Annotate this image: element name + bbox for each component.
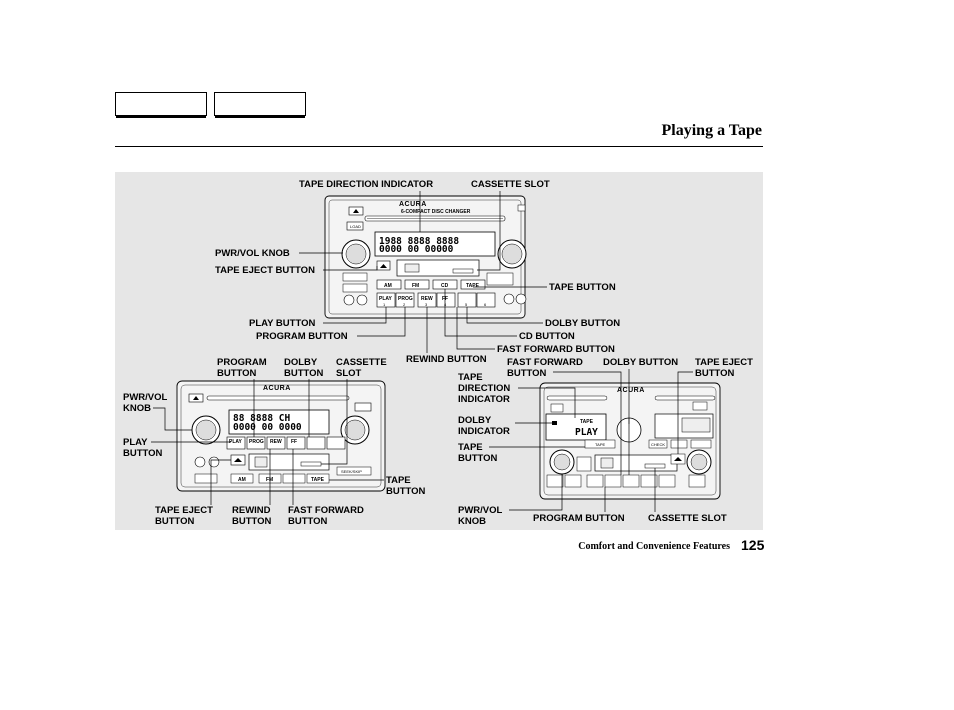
right-callout-cassette-slot: CASSETTE SLOT (648, 513, 727, 524)
radio-diagram-figure: ACURA 6-COMPACT DISC CHANGER LOAD 1988 8… (115, 172, 763, 530)
left-callout-cassette-slot-2: SLOT (336, 368, 362, 379)
svg-text:0000 00 0000: 0000 00 0000 (233, 422, 302, 433)
right-callout-fast-forward-button-2: BUTTON (507, 368, 547, 379)
left-callout-cassette-slot-1: CASSETTE (336, 357, 387, 368)
top-brand: ACURA (399, 201, 427, 208)
svg-text:1988 8888 8888: 1988 8888 8888 (379, 236, 459, 247)
left-callout-tape-button-2: BUTTON (386, 486, 426, 497)
right-callout-pwr-vol-knob-1: PWR/VOL (458, 505, 503, 516)
top-callout-program-button: PROGRAM BUTTON (256, 331, 348, 342)
top-preset-rew: REW (421, 296, 433, 302)
page-title: Playing a Tape (661, 122, 762, 139)
top-btn-tape: TAPE (466, 283, 480, 289)
left-btn-tape: TAPE (311, 477, 325, 483)
right-callout-tape-button-1: TAPE (458, 442, 483, 453)
right-callout-tape-direction-indicator-2: DIRECTION (458, 383, 510, 394)
right-callout-program-button: PROGRAM BUTTON (533, 513, 625, 524)
right-callout-pwr-vol-knob-2: KNOB (458, 516, 486, 527)
top-callout-rewind-button: REWIND BUTTON (406, 354, 487, 365)
top-callout-cd-button: CD BUTTON (519, 331, 575, 342)
left-callout-tape-button-1: TAPE (386, 475, 411, 486)
right-brand: ACURA (617, 387, 645, 394)
top-preset-num-2: 2 (403, 302, 406, 307)
top-btn-cd: CD (441, 283, 449, 289)
right-callout-fast-forward-button-1: FAST FORWARD (507, 357, 583, 368)
top-callout-dolby-button: DOLBY BUTTON (545, 318, 620, 329)
right-callout-tape-eject-button-1: TAPE EJECT (695, 357, 753, 368)
left-callout-tape-eject-button-1: TAPE EJECT (155, 505, 213, 516)
top-preset-num-4: 4 (444, 302, 447, 307)
right-btn-check: CHECK (651, 442, 665, 447)
left-callout-rewind-button-1: REWIND (232, 505, 271, 516)
top-radio-unit: ACURA 6-COMPACT DISC CHANGER LOAD 1988 8… (215, 179, 620, 365)
top-preset-num-3: 3 (425, 302, 428, 307)
left-callout-rewind-button-2: BUTTON (232, 516, 272, 527)
left-preset-ff: FF (291, 439, 297, 445)
radio-diagram: ACURA 6-COMPACT DISC CHANGER LOAD 1988 8… (123, 179, 753, 527)
left-brand: ACURA (263, 385, 291, 392)
left-callout-fast-forward-button-2: BUTTON (288, 516, 328, 527)
page-number: 125 (741, 537, 765, 553)
left-preset-rew: REW (270, 439, 282, 445)
left-btn-am: AM (238, 477, 246, 483)
right-callout-tape-button-2: BUTTON (458, 453, 498, 464)
left-callout-play-button-2: BUTTON (123, 448, 163, 459)
right-callout-dolby-indicator-2: INDICATOR (458, 426, 510, 437)
top-load-label: LOAD (350, 224, 361, 229)
left-btn-fm: FM (266, 477, 273, 483)
left-callout-pwr-vol-knob-1: PWR/VOL (123, 392, 168, 403)
nav-tab-1[interactable] (115, 92, 207, 118)
title-rule (115, 146, 763, 147)
left-radio-unit: ACURA 88 8888 CH 0000 00 0000 PLAY PROG … (123, 357, 426, 527)
top-btn-am: AM (384, 283, 392, 289)
right-callout-tape-direction-indicator-3: INDICATOR (458, 394, 510, 405)
top-callout-cassette-slot: CASSETTE SLOT (471, 179, 550, 190)
top-preset-prog: PROG (398, 296, 413, 302)
top-preset-num-1: 1 (383, 302, 386, 307)
right-callout-tape-direction-indicator-1: TAPE (458, 372, 483, 383)
left-callout-program-button-1: PROGRAM (217, 357, 267, 368)
left-preset-play: PLAY (229, 439, 243, 445)
right-btn-tape: TAPE (595, 442, 605, 447)
top-callout-play-button: PLAY BUTTON (249, 318, 315, 329)
right-callout-dolby-indicator-1: DOLBY (458, 415, 492, 426)
top-callout-tape-direction-indicator: TAPE DIRECTION INDICATOR (299, 179, 433, 190)
left-callout-dolby-button-2: BUTTON (284, 368, 324, 379)
top-preset-play: PLAY (379, 296, 393, 302)
svg-text:0000 00 00000: 0000 00 00000 (379, 244, 454, 255)
top-callout-pwr-vol-knob: PWR/VOL KNOB (215, 248, 290, 259)
top-preset-num-6: 6 (484, 302, 487, 307)
svg-text:88 8888 CH: 88 8888 CH (233, 413, 290, 424)
right-display-sub: TAPE (580, 419, 594, 425)
left-callout-dolby-button-1: DOLBY (284, 357, 318, 368)
left-preset-prog: PROG (249, 439, 264, 445)
top-callout-tape-eject-button: TAPE EJECT BUTTON (215, 265, 315, 276)
left-callout-program-button-2: BUTTON (217, 368, 257, 379)
left-callout-tape-eject-button-2: BUTTON (155, 516, 195, 527)
top-preset-num-5: 5 (465, 302, 468, 307)
right-display-text: PLAY (575, 427, 598, 438)
right-callout-dolby-button: DOLBY BUTTON (603, 357, 678, 368)
footer-section-title: Comfort and Convenience Features (578, 541, 730, 552)
left-callout-pwr-vol-knob-2: KNOB (123, 403, 151, 414)
left-seek-label: SEEK/SKIP (341, 469, 362, 474)
top-subtitle: 6-COMPACT DISC CHANGER (401, 209, 471, 215)
nav-tab-2[interactable] (214, 92, 306, 118)
left-callout-fast-forward-button-1: FAST FORWARD (288, 505, 364, 516)
right-callout-tape-eject-button-2: BUTTON (695, 368, 735, 379)
top-btn-fm: FM (412, 283, 419, 289)
top-callout-fast-forward-button: FAST FORWARD BUTTON (497, 344, 615, 355)
top-callout-tape-button: TAPE BUTTON (549, 282, 616, 293)
left-callout-play-button-1: PLAY (123, 437, 148, 448)
right-radio-unit: ACURA TAPE PLAY TAPE CHECK (458, 357, 753, 527)
